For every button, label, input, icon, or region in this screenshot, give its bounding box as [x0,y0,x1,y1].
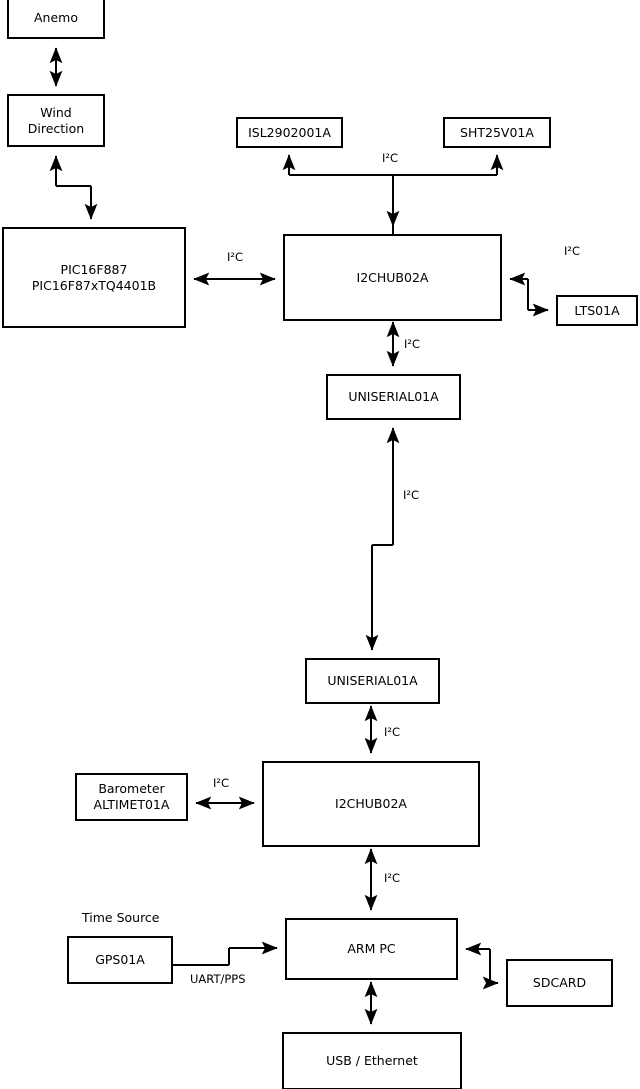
node-gps01a[interactable]: GPS01A [67,936,173,984]
edge-label-i2c-barometer-hub2: I²C [213,776,230,790]
node-pic-mcu[interactable]: PIC16F887 PIC16F87xTQ4401B [2,227,186,328]
node-anemo-label: Anemo [34,9,78,25]
node-lts01a-label: LTS01A [574,302,620,318]
node-lts01a[interactable]: LTS01A [556,295,638,326]
node-uniserial01a-bottom-label: UNISERIAL01A [327,673,418,689]
node-isl2902001a-label: ISL2902001A [248,124,331,140]
node-i2chub02a-top-label: I2CHUB02A [356,269,429,285]
node-usb-ethernet[interactable]: USB / Ethernet [282,1032,462,1089]
node-uniserial01a-top[interactable]: UNISERIAL01A [326,374,461,420]
node-barometer-label: Barometer ALTIMET01A [93,781,170,812]
node-pic-mcu-label: PIC16F887 PIC16F87xTQ4401B [31,261,157,293]
node-i2chub02a-top[interactable]: I2CHUB02A [283,234,502,321]
edge-label-i2c-hub-sensors: I²C [382,151,399,165]
node-wind-direction[interactable]: Wind Direction [7,94,105,147]
node-i2chub02a-bottom[interactable]: I2CHUB02A [262,761,480,847]
label-time-source: Time Source [82,910,160,925]
edge-label-i2c-hub-lts: I²C [564,244,581,258]
node-wind-direction-label: Wind Direction [27,104,85,136]
node-uniserial01a-bottom[interactable]: UNISERIAL01A [305,658,440,704]
node-sht25v01a[interactable]: SHT25V01A [443,117,551,148]
node-uniserial01a-top-label: UNISERIAL01A [348,389,439,405]
node-arm-pc[interactable]: ARM PC [285,918,458,980]
edge-label-i2c-hub-uniserial: I²C [404,337,421,351]
node-barometer[interactable]: Barometer ALTIMET01A [75,773,188,821]
node-anemo[interactable]: Anemo [7,0,105,39]
edge-label-i2c-uniserial-link: I²C [403,488,420,502]
node-sdcard[interactable]: SDCARD [506,959,613,1007]
node-sht25v01a-label: SHT25V01A [460,124,534,140]
node-i2chub02a-bottom-label: I2CHUB02A [335,796,407,812]
edge-label-i2c-uniserial-hub2: I²C [384,725,401,739]
edge-label-i2c-pic-hub: I²C [227,250,244,264]
node-isl2902001a[interactable]: ISL2902001A [236,117,343,148]
node-arm-pc-label: ARM PC [347,941,396,957]
edge-label-i2c-hub2-armpc: I²C [384,871,401,885]
node-sdcard-label: SDCARD [532,975,587,991]
edge-label-uart-pps: UART/PPS [190,972,246,986]
node-usb-ethernet-label: USB / Ethernet [326,1053,418,1069]
node-gps01a-label: GPS01A [95,952,145,968]
